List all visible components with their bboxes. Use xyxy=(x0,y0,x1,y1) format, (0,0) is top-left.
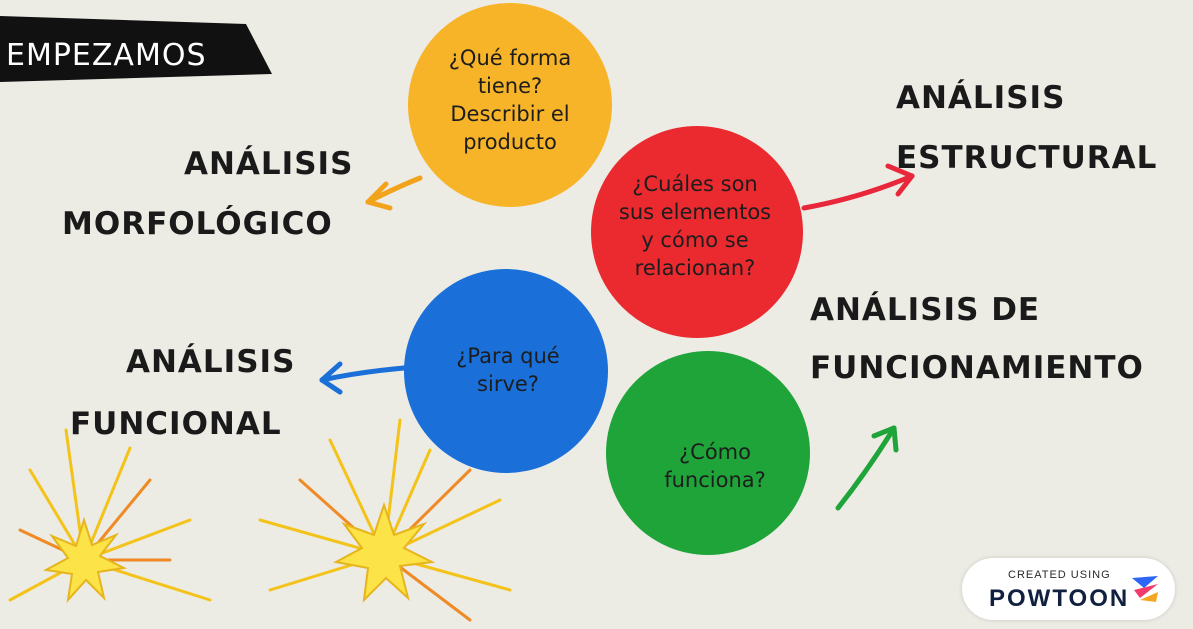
yellow-bubble xyxy=(408,3,612,207)
sparkle-left-icon xyxy=(8,428,212,604)
yellow-bubble-text: ¿Qué forma tiene? Describir el producto xyxy=(420,44,600,156)
yellow-bubble-line: ¿Qué forma xyxy=(448,46,572,70)
arrow-to-estructural xyxy=(801,163,915,211)
yellow-bubble-line: producto xyxy=(463,130,557,154)
powtoon-watermark[interactable]: CREATED USING POWTOON xyxy=(962,558,1175,620)
title-estructural-line1: ANÁLISIS xyxy=(896,80,1066,116)
title-funcionamiento-line2: FUNCIONAMIENTO xyxy=(810,350,1144,386)
title-funcional-line2: FUNCIONAL xyxy=(70,406,282,442)
banner-label: EMPEZAMOS xyxy=(6,38,207,73)
watermark-brand-label: POWTOON xyxy=(989,585,1130,612)
sparkle-right-icon xyxy=(258,418,512,622)
red-bubble xyxy=(591,126,803,338)
green-bubble-line: ¿Cómo xyxy=(679,440,751,464)
watermark-created-label: CREATED USING xyxy=(1008,569,1111,581)
red-bubble-text: ¿Cuáles son sus elementos y cómo se rela… xyxy=(595,170,795,282)
blue-bubble-line: ¿Para qué xyxy=(456,344,560,368)
green-bubble-text: ¿Cómo funciona? xyxy=(640,438,790,494)
title-morfologico-line2: MORFOLÓGICO xyxy=(62,206,333,242)
title-estructural-line2: ESTRUCTURAL xyxy=(896,140,1158,176)
blue-bubble-line: sirve? xyxy=(477,372,539,396)
start-banner: EMPEZAMOS xyxy=(0,16,272,82)
title-funcional-line1: ANÁLISIS xyxy=(126,344,296,380)
yellow-bubble-line: tiene? xyxy=(477,74,543,98)
powtoon-logo-icon xyxy=(1132,576,1158,602)
green-bubble xyxy=(606,351,810,555)
red-bubble-line: y cómo se xyxy=(641,228,749,252)
yellow-bubble-line: Describir el xyxy=(450,102,570,126)
red-bubble-line: relacionan? xyxy=(634,256,756,280)
red-bubble-line: sus elementos xyxy=(618,200,772,224)
blue-bubble xyxy=(404,269,608,473)
arrow-to-funcionamiento xyxy=(835,425,899,511)
title-morfologico-line1: ANÁLISIS xyxy=(184,146,354,182)
title-funcionamiento-line1: ANÁLISIS DE xyxy=(810,292,1041,328)
green-bubble-line: funciona? xyxy=(664,468,766,492)
red-bubble-line: ¿Cuáles son xyxy=(632,172,758,196)
arrow-to-funcional xyxy=(319,361,407,395)
blue-bubble-text: ¿Para qué sirve? xyxy=(420,342,596,398)
arrow-to-morfologico xyxy=(365,175,423,211)
banner-shape xyxy=(0,16,272,82)
